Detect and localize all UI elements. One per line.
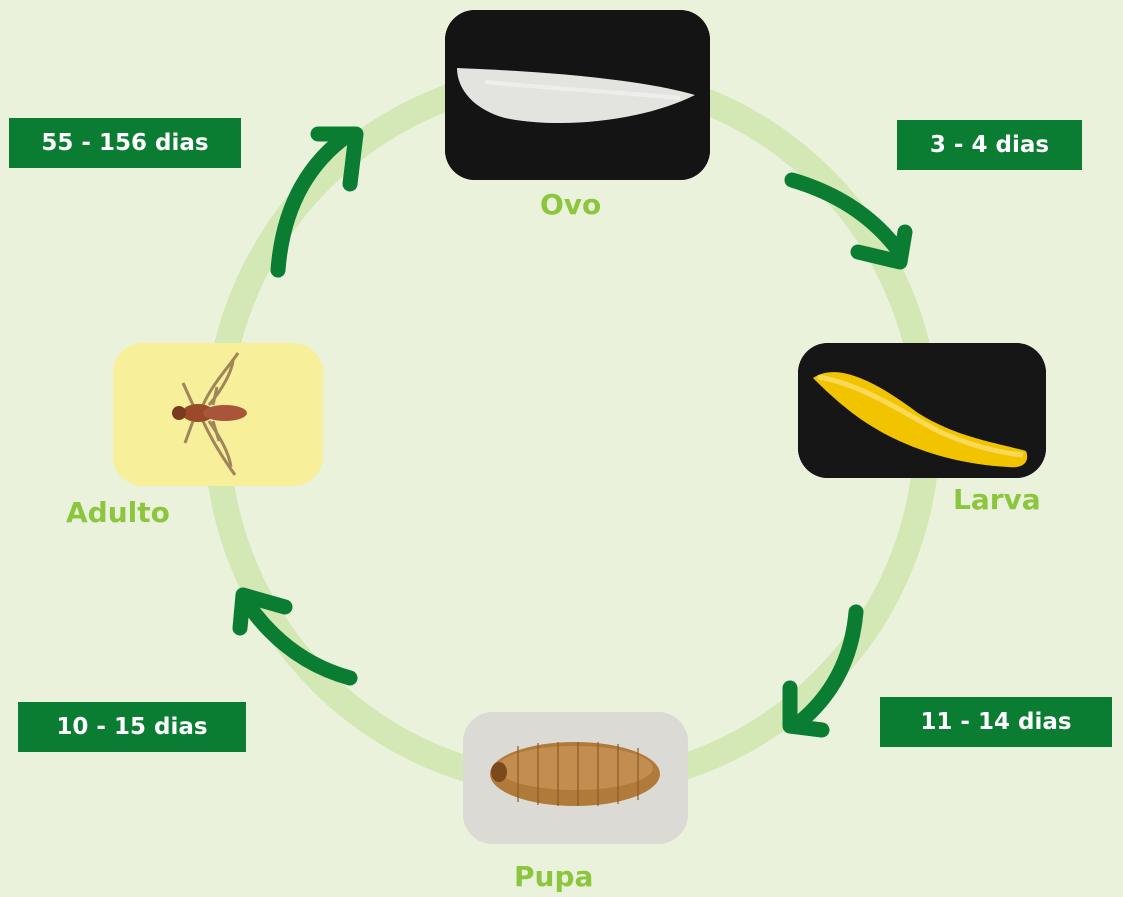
stage-label-larva: Larva [953,483,1041,516]
adult-photo [113,343,323,486]
stage-label-egg: Ovo [540,188,601,221]
duration-adult-to-egg: 55 - 156 dias [9,118,241,168]
duration-egg-to-larva: 3 - 4 dias [897,120,1082,170]
pupa-photo [463,712,688,844]
larva-photo [798,343,1046,478]
stage-label-adult: Adulto [66,496,170,529]
egg-photo [445,10,710,180]
duration-pupa-to-adult: 10 - 15 dias [18,702,246,752]
stage-label-pupa: Pupa [514,860,593,893]
duration-larva-to-pupa: 11 - 14 dias [880,697,1112,747]
